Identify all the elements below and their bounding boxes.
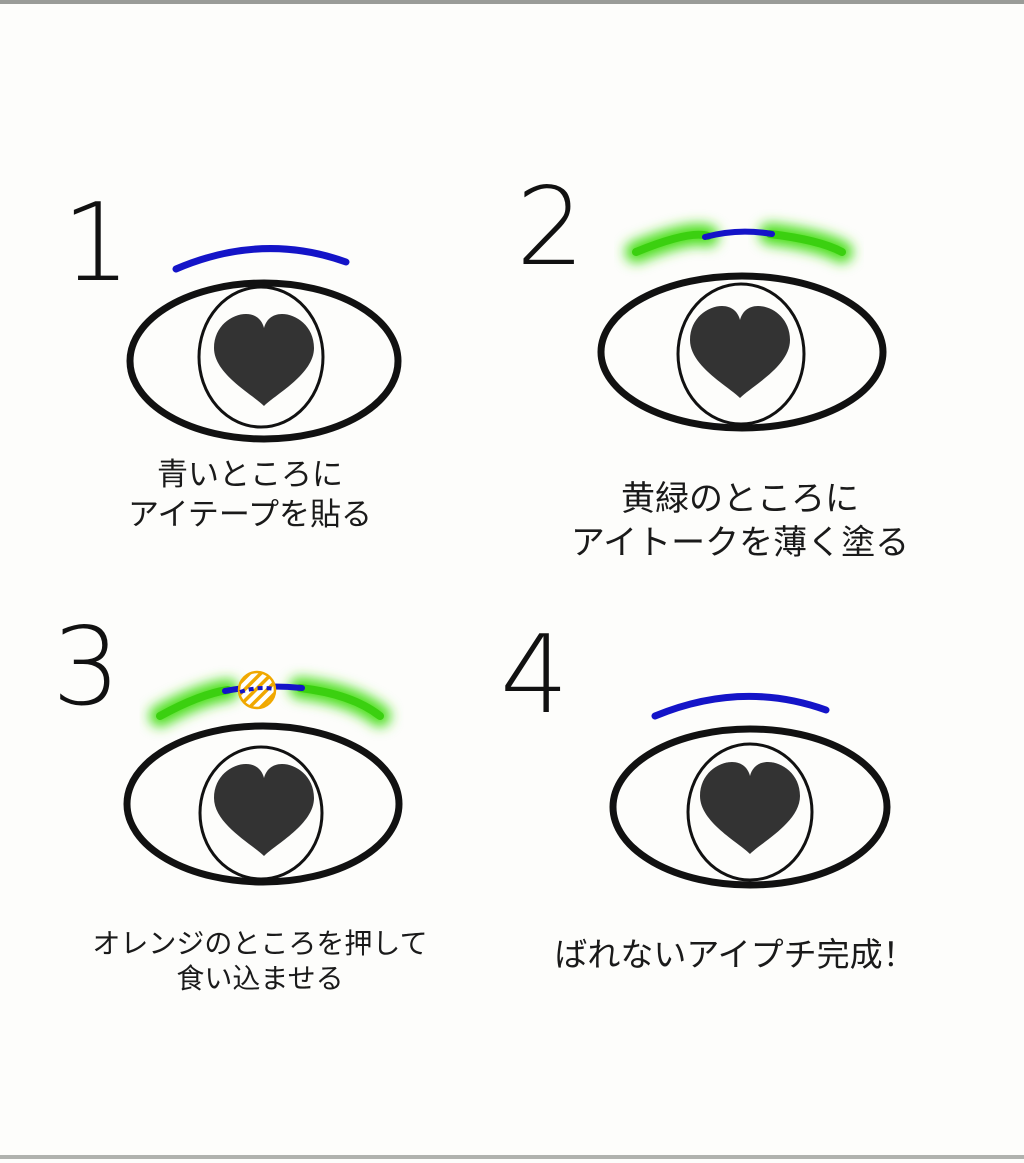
- eye-icon: [609, 725, 891, 889]
- eye-tape-line: [172, 245, 350, 273]
- caption-line: ばれないアイプチ完成！: [554, 935, 916, 974]
- heart-icon: [214, 764, 314, 856]
- eye-steps-illustration: [123, 223, 891, 889]
- eye-icon: [597, 272, 887, 432]
- caption-line: 食い込ませる: [176, 962, 344, 995]
- heart-icon: [700, 762, 800, 854]
- step-1-caption: 青いところに アイテープを貼る: [40, 456, 460, 535]
- step-1-number: 1: [62, 181, 131, 306]
- heart-icon: [690, 306, 790, 398]
- caption-line: 青いところに: [157, 457, 343, 493]
- step-4-caption: ばれないアイプチ完成！: [505, 934, 965, 976]
- iris-outline: [197, 285, 325, 429]
- step-3-caption: オレンジのところを押して 食い込ませる: [40, 926, 480, 996]
- heart-icon: [214, 314, 314, 406]
- step-2-number: 2: [516, 165, 585, 290]
- caption-line: 黄緑のところに: [621, 479, 859, 519]
- press-point-marker: [237, 670, 277, 710]
- eye-icon: [126, 279, 402, 443]
- step-3-eye: [123, 670, 403, 886]
- eye-tape-line: [651, 692, 830, 720]
- step-4-number: 4: [500, 613, 569, 738]
- iris-outline: [676, 282, 806, 426]
- step-1-eye: [126, 245, 402, 443]
- iris-outline: [198, 745, 324, 881]
- step-3-number: 3: [52, 605, 121, 730]
- caption-line: アイトークを薄く塗る: [570, 522, 910, 563]
- step-2-caption: 黄緑のところに アイトークを薄く塗る: [520, 478, 960, 565]
- iris-outline: [686, 742, 814, 882]
- step-2-eye: [597, 223, 887, 432]
- step-4-eye: [609, 692, 891, 889]
- caption-line: アイテープを貼る: [128, 496, 372, 533]
- eye-tape-line: [702, 228, 775, 240]
- caption-line: オレンジのところを押して: [92, 927, 428, 960]
- eye-icon: [123, 722, 403, 886]
- eye-glue-highlight: [625, 223, 853, 263]
